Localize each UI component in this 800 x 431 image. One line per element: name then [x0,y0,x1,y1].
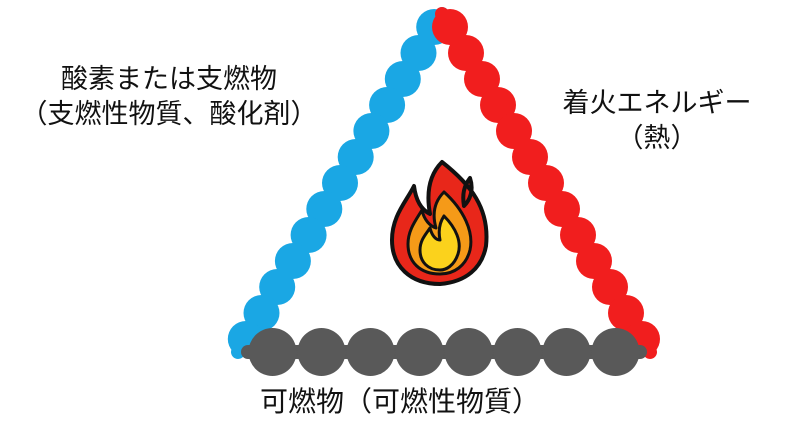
fuel-bead [591,328,640,376]
oxygen-side-beads [227,7,453,359]
heat-bead [448,35,484,71]
oxygen-bead [259,269,296,305]
fuel-bead [346,328,395,376]
heat-label-line2: （熱） [616,123,698,155]
fuel-bead [493,328,542,376]
oxygen-bead [243,295,280,331]
fuel-bead [542,328,591,376]
heat-bead [496,113,532,149]
oxygen-label: 酸素または支燃物 （支燃性物質、酸化剤） [4,62,334,132]
oxygen-bead [384,61,421,97]
fuel-bead [395,328,444,376]
heat-bead [480,87,516,123]
heat-bead [576,243,612,279]
oxygen-label-line2: （支燃性物質、酸化剤） [20,99,318,131]
oxygen-bead [306,191,343,227]
fuel-label: 可燃物（可燃性物質） [259,385,540,418]
heat-label: 着火エネルギー （熱） [522,86,792,156]
heat-bead [464,61,500,97]
oxygen-bead [369,87,406,123]
heat-bead [560,217,596,253]
flame-inner [418,214,461,272]
fuel-bead [248,328,297,376]
heat-bead [608,295,644,331]
heat-bead [528,165,564,201]
fuel-side-beads [241,328,647,376]
fuel-bead [444,328,493,376]
oxygen-bead [400,35,437,71]
oxygen-bead [322,165,358,201]
heat-label-line1: 着火エネルギー [562,88,752,119]
heat-bead [432,9,468,45]
fuel-bead [297,328,346,376]
heat-bead [512,139,548,175]
oxygen-bead [337,139,374,175]
oxygen-label-line1: 酸素または支燃物 [61,64,277,95]
oxygen-bead [290,217,327,253]
heat-bead [544,191,580,227]
oxygen-bead [353,113,390,149]
oxygen-bead [274,243,311,279]
fire-icon [390,160,489,286]
heat-bead [592,269,628,305]
